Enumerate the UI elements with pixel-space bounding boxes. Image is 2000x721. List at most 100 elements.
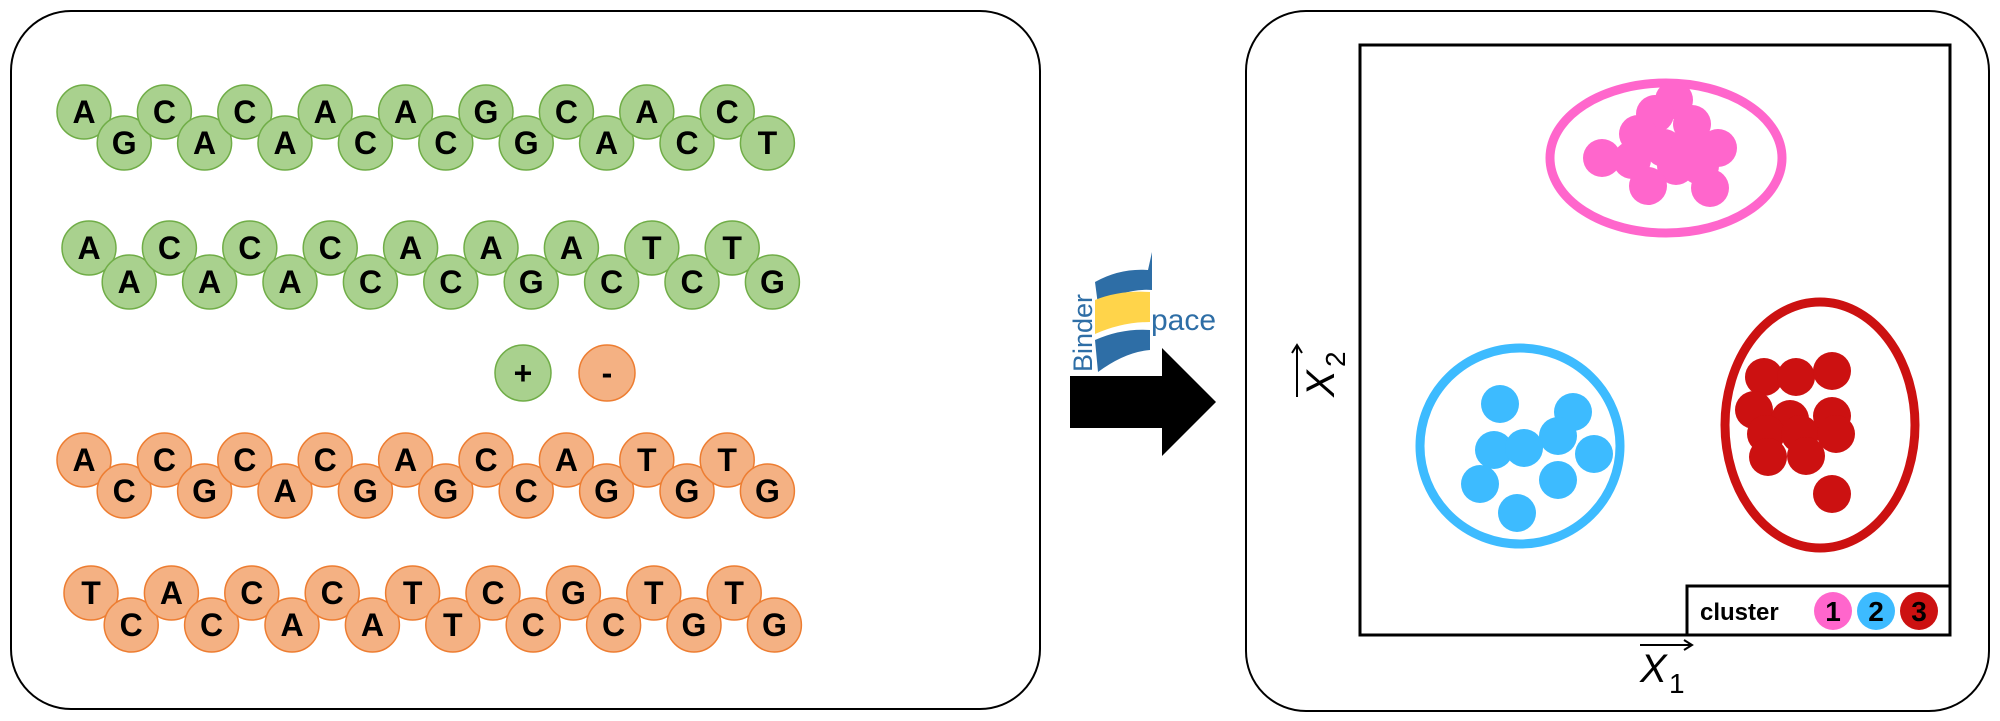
nucleotide-C: C [224,565,280,621]
nucleotide-G: G [337,463,394,519]
nucleotide-C: C [222,220,278,276]
nucleotide-letter: A [280,607,303,643]
nucleotide-letter: C [602,607,625,643]
nucleotide-T: T [425,597,481,653]
nucleotide-letter: C [675,125,698,161]
nucleotide-A: A [377,432,434,488]
x-axis-label-subscript: 1 [1669,668,1685,699]
cluster-3-point [1749,438,1787,476]
nucleotide-letter: A [72,94,95,130]
nucleotide-G: G [739,463,796,519]
nucleotide-T: T [704,220,760,276]
nucleotide-A: A [377,84,434,140]
cluster-points [1461,81,1855,532]
nucleotide-letter: T [403,575,423,611]
nucleotide-letter: C [321,575,344,611]
nucleotide-C: C [141,220,198,276]
binderspace-logo: Binder pace [1068,252,1216,372]
nucleotide-letter: T [722,230,742,266]
nucleotide-letter: A [193,125,216,161]
y-axis-vector-head [1291,343,1303,354]
nucleotide-C: C [96,463,152,519]
nucleotide-letter: A [479,230,502,266]
nucleotide-G: G [744,254,801,310]
x-axis-label: X 1 [1639,639,1694,699]
nucleotide-C: C [183,597,240,653]
nucleotide-letter: G [760,264,785,300]
cluster-3-point [1745,358,1783,396]
nucleotide-C: C [538,84,595,140]
nucleotide-T: T [739,115,796,171]
cluster-3-point [1813,475,1851,513]
cluster-3-point [1787,437,1825,475]
nucleotide-G: G [458,84,514,140]
nucleotide-letter: T [644,575,664,611]
nucleotide-letter: T [758,125,778,161]
nucleotide-letter: C [120,607,143,643]
nucleotide-letter: C [600,264,623,300]
nucleotide-letter: C [439,264,462,300]
nucleotide-C: C [498,463,554,519]
nucleotide-letter: C [434,125,457,161]
nucleotide-letter: G [514,125,539,161]
cluster-2-outline [1415,343,1625,549]
nucleotide-letter: T [81,575,101,611]
negative-label: - [578,344,636,402]
nucleotide-letter: G [561,575,586,611]
nucleotide-letter: T [443,607,463,643]
nucleotide-A: A [382,220,439,276]
plot-frame [1358,43,1952,637]
y-axis-label-text: X [1299,369,1343,398]
nucleotide-T: T [384,565,441,621]
cluster-2-point [1575,435,1613,473]
nucleotide-letter: G [682,607,707,643]
y-axis-label-subscript: 2 [1320,351,1351,367]
nucleotide-C: C [699,84,755,140]
nucleotide-C: C [583,254,640,310]
x-axis-vector-head [1683,639,1694,651]
nucleotide-A: A [578,115,635,171]
nucleotide-letter: C [515,473,538,509]
nucleotide-letter: T [717,442,737,478]
nucleotide-letter: C [555,94,578,130]
nucleotide-C: C [585,597,642,653]
nucleotide-T: T [624,220,680,276]
y-axis-label: X 2 [1291,343,1351,398]
nucleotide-C: C [458,432,514,488]
nucleotide-letter: G [755,473,780,509]
legend-item-1: 1 [1814,592,1852,630]
cluster-3-point [1817,415,1855,453]
nucleotide-A: A [538,432,595,488]
nucleotide-letter: C [238,230,261,266]
nucleotide-letter: C [359,264,382,300]
cluster-2-point [1539,461,1577,499]
nucleotide-G: G [503,254,559,310]
logo-yellow-stripe [1095,291,1150,334]
nucleotide-G: G [659,463,715,519]
nucleotide-G: G [96,115,152,171]
legend-item-label: 2 [1868,596,1884,627]
cluster-3-point [1777,358,1815,396]
nucleotide-C: C [103,597,159,653]
nucleotide-letter: C [113,473,136,509]
nucleotide-letter: C [354,125,377,161]
nucleotide-letter: G [192,473,217,509]
legend-item-label: 1 [1825,596,1841,627]
logo-blue-stripe-bottom [1095,329,1150,372]
cluster-1-point [1629,167,1667,205]
nucleotide-letter: A [273,473,296,509]
nucleotide-letter: C [240,575,263,611]
nucleotide-letter: A [394,442,417,478]
cluster-2-point [1505,429,1543,467]
nucleotide-letter: A [160,575,183,611]
nucleotide-letter: G [353,473,378,509]
nucleotide-C: C [465,565,521,621]
nucleotide-A: A [264,597,320,653]
nucleotide-letter: C [153,94,176,130]
cluster-panel [1245,10,1990,712]
cluster-2-point [1539,417,1577,455]
nucleotide-A: A [181,254,238,310]
